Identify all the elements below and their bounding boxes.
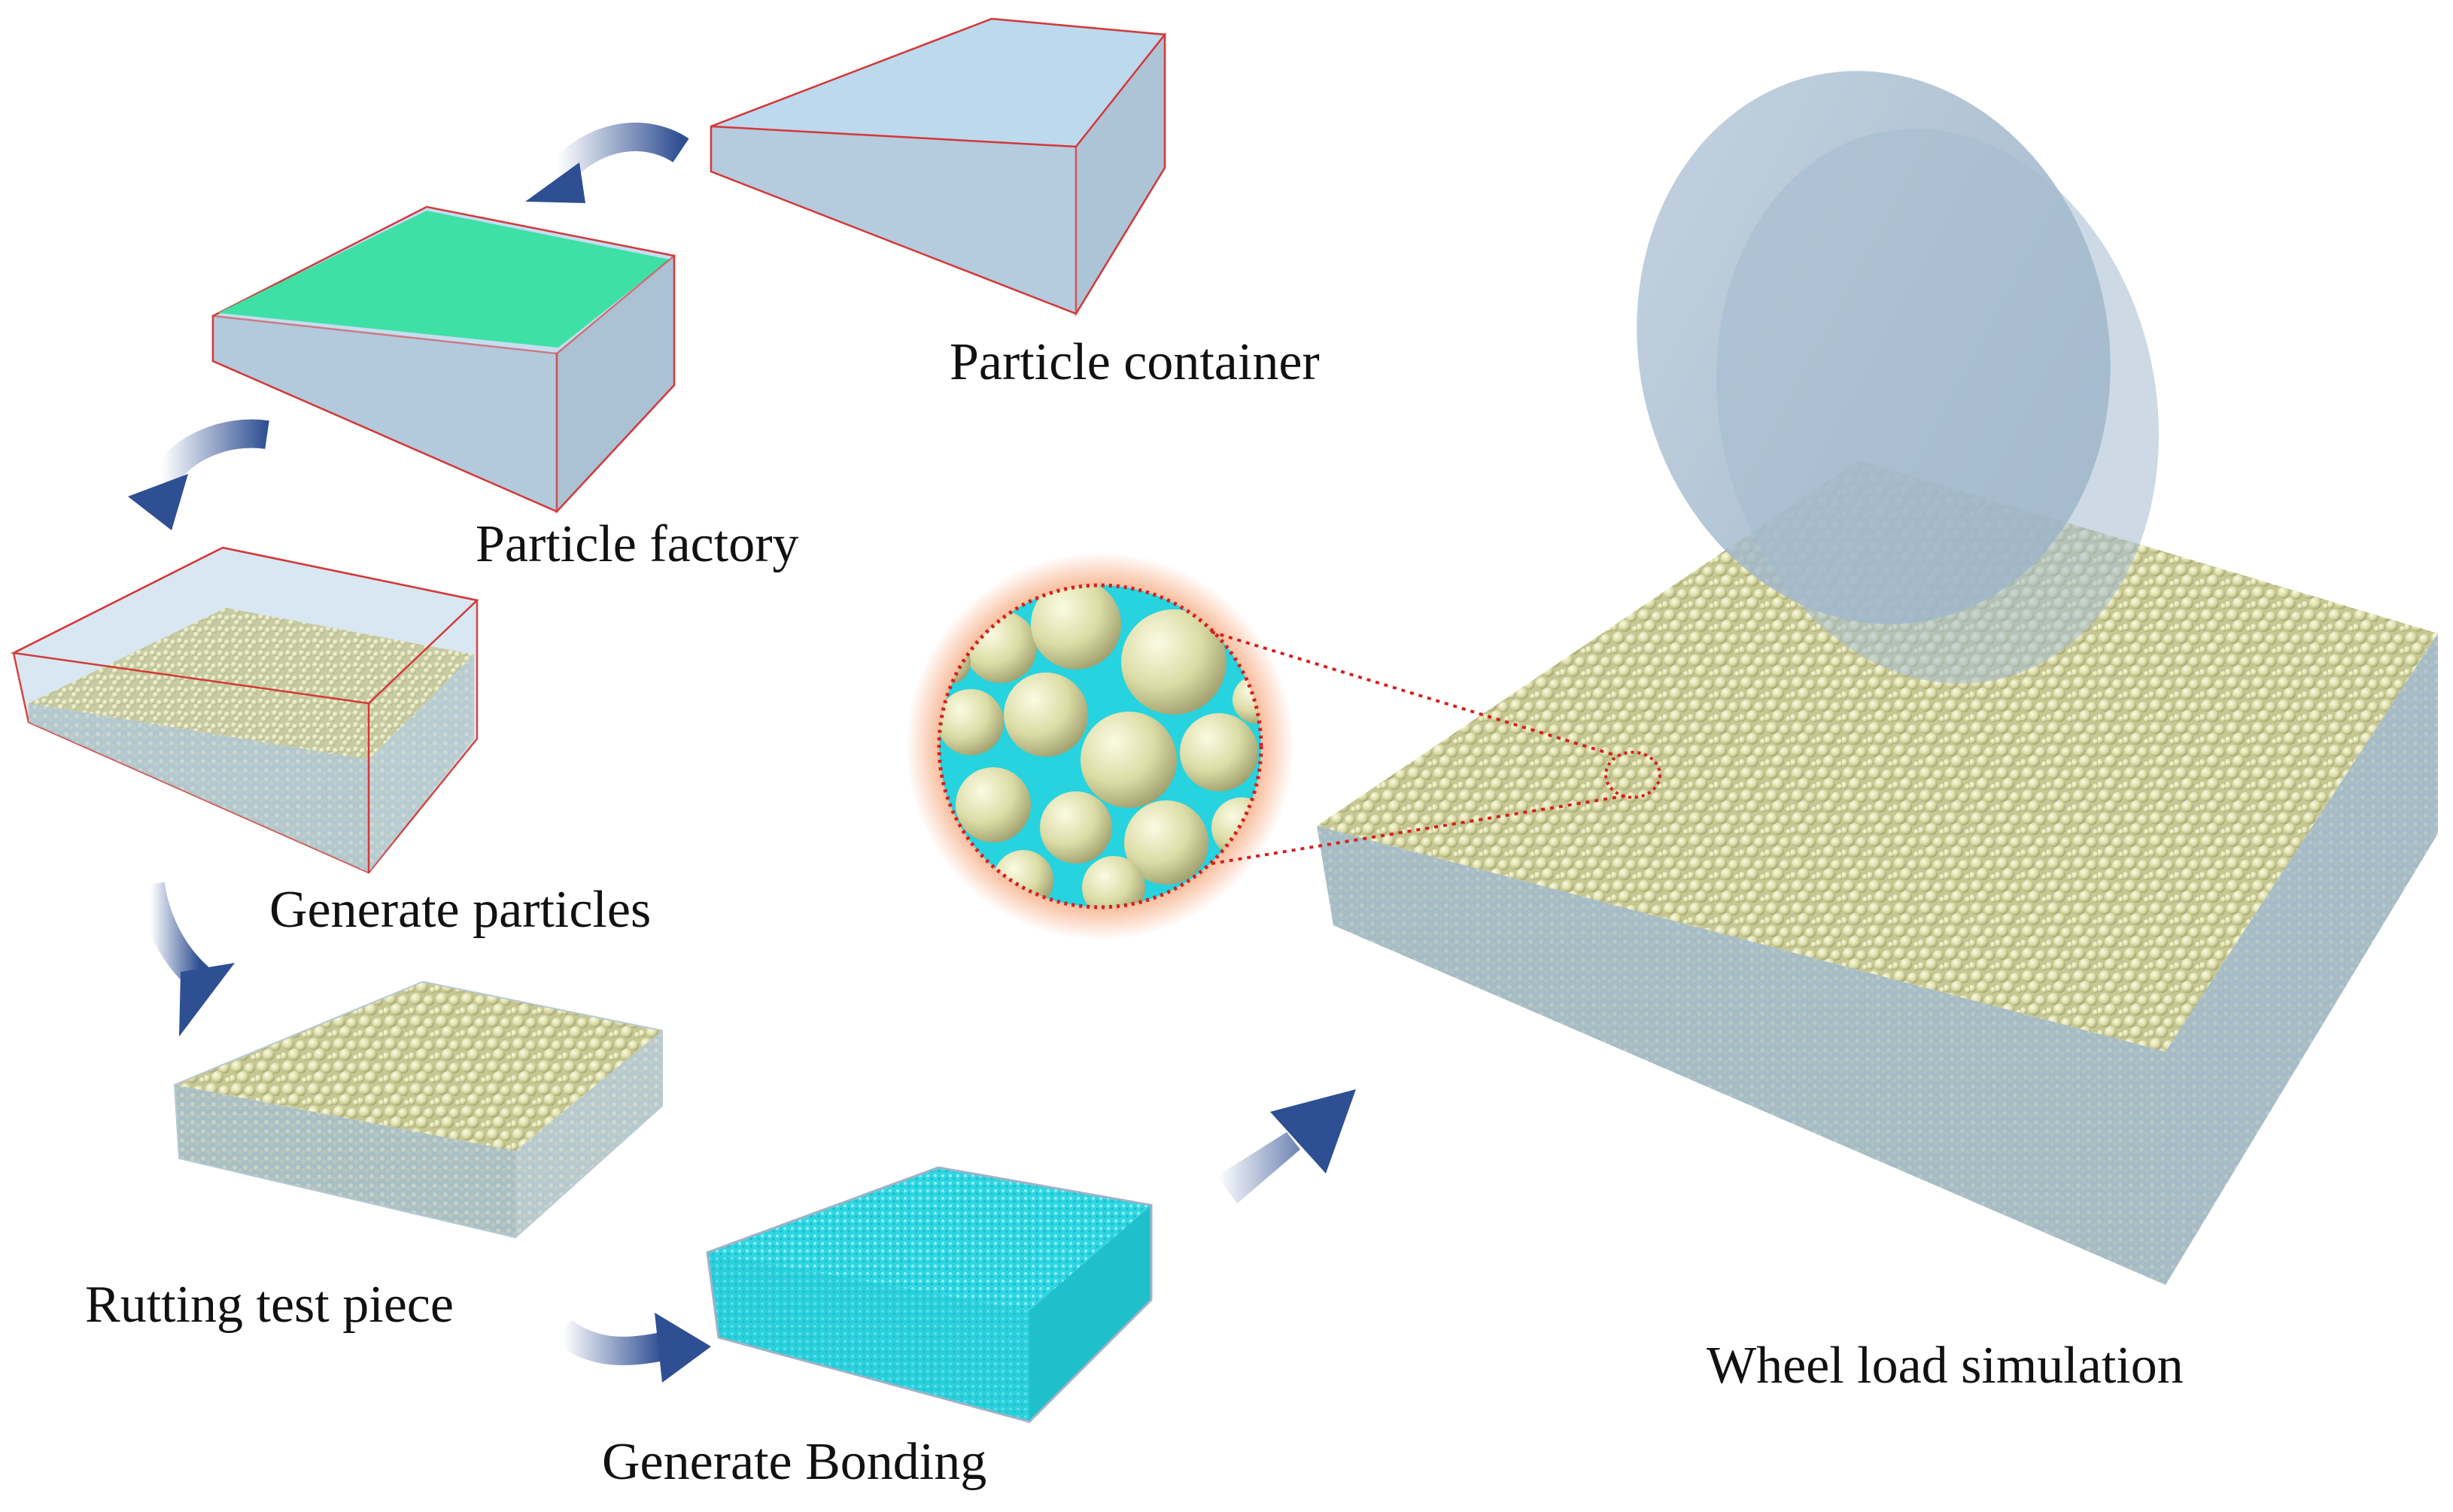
generate-bonding-box bbox=[706, 1166, 1153, 1423]
wheel-load-simulation-label: Wheel load simulation bbox=[1707, 1337, 2184, 1395]
generate-particles-box bbox=[10, 546, 479, 874]
generate-particles-label: Generate particles bbox=[269, 881, 651, 939]
rutting-test-piece-label: Rutting test piece bbox=[85, 1276, 454, 1334]
particle-factory-box bbox=[211, 205, 676, 515]
rutting-test-piece-box bbox=[173, 980, 663, 1239]
flow-arrow-icon bbox=[525, 123, 689, 203]
flow-arrow-icon bbox=[554, 1313, 711, 1383]
wheel-icon bbox=[1637, 71, 2160, 684]
particle-container-box bbox=[710, 17, 1167, 317]
flow-arrow-icon bbox=[128, 419, 269, 530]
flow-arrow-icon bbox=[136, 882, 235, 1037]
magnifier-circle-icon bbox=[906, 552, 1294, 940]
flow-arrow-icon bbox=[1217, 1089, 1356, 1204]
zoom-source-marker bbox=[1211, 630, 1661, 865]
generate-bonding-label: Generate Bonding bbox=[602, 1433, 986, 1491]
particle-container-label: Particle container bbox=[950, 333, 1320, 391]
wheel-load-slab bbox=[1317, 460, 2438, 1285]
particle-factory-label: Particle factory bbox=[476, 515, 799, 573]
